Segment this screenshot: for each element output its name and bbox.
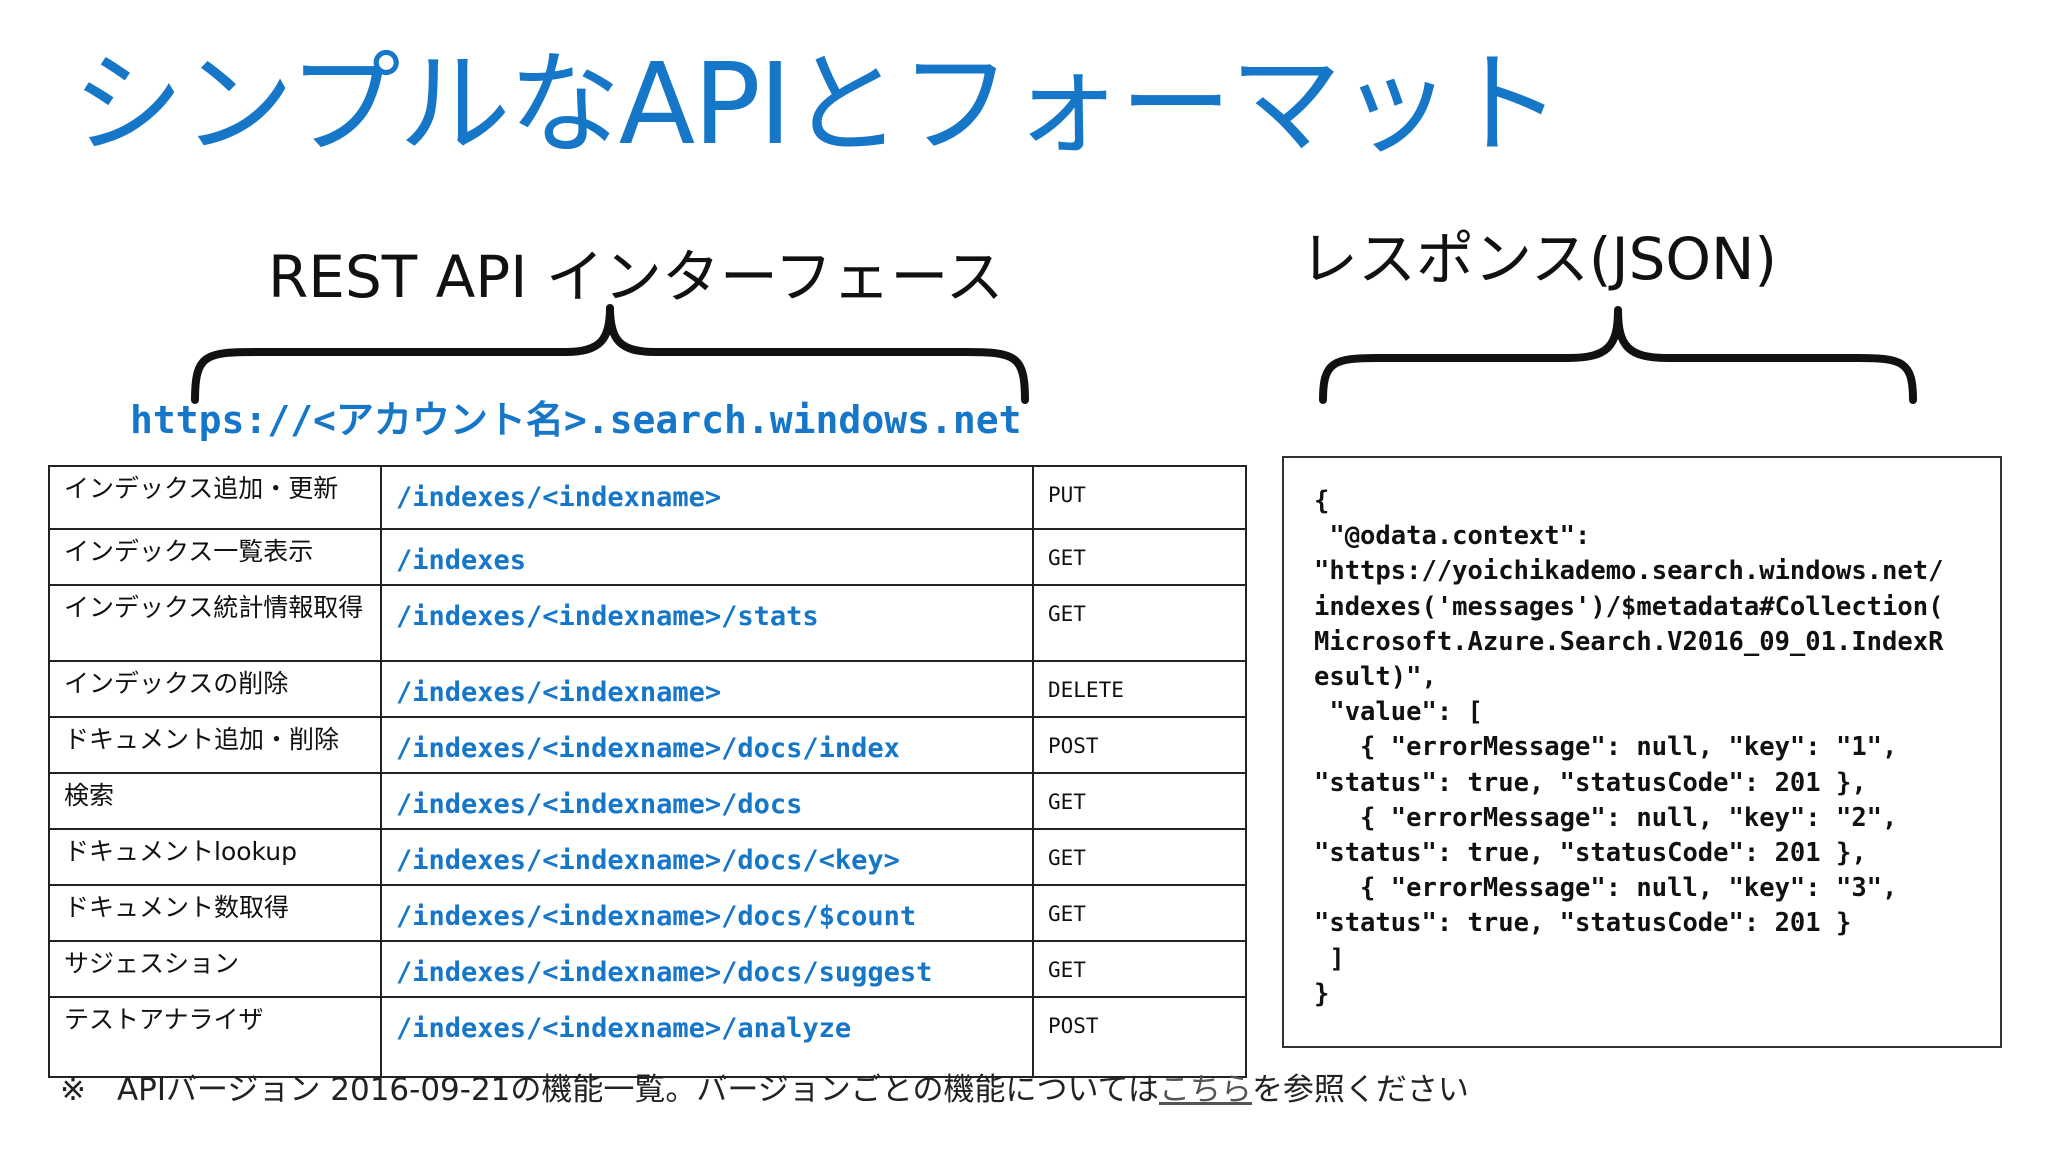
endpoint-path-cell: /indexes/<indexname>/docs/<key> (380, 828, 1034, 886)
json-response-box: { "@odata.context": "https://yoichikadem… (1282, 456, 2002, 1048)
footnote-suffix: を参照ください (1251, 1072, 1469, 1108)
endpoint-path-cell: /indexes (380, 528, 1034, 586)
api-table-row: ドキュメントlookup/indexes/<indexname>/docs/<k… (48, 828, 1247, 886)
rest-api-heading: REST API インターフェース (268, 243, 1004, 311)
http-method-cell: GET (1032, 772, 1247, 830)
operation-cell: ドキュメントlookup (48, 828, 382, 886)
footnote-link[interactable]: こちら (1158, 1072, 1252, 1108)
endpoint-path-cell: /indexes/<indexname>/stats (380, 584, 1034, 662)
http-method-cell: GET (1032, 584, 1247, 662)
operation-cell: 検索 (48, 772, 382, 830)
http-method-cell: GET (1032, 828, 1247, 886)
left-curly-brace (191, 304, 1029, 404)
footnote: ※ APIバージョン 2016-09-21の機能一覧。バージョンごとの機能につい… (60, 1068, 1469, 1112)
base-url: https://<アカウント名>.search.windows.net (130, 398, 1022, 442)
api-table-row: ドキュメント追加・削除/indexes/<indexname>/docs/ind… (48, 716, 1247, 774)
http-method-cell: GET (1032, 528, 1247, 586)
operation-cell: インデックス統計情報取得 (48, 584, 382, 662)
endpoint-path-cell: /indexes/<indexname>/docs/index (380, 716, 1034, 774)
http-method-cell: PUT (1032, 465, 1247, 530)
http-method-cell: GET (1032, 940, 1247, 998)
endpoint-path-cell: /indexes/<indexname>/docs (380, 772, 1034, 830)
operation-cell: サジェスション (48, 940, 382, 998)
http-method-cell: DELETE (1032, 660, 1247, 718)
api-table-row: インデックスの削除/indexes/<indexname>DELETE (48, 660, 1247, 718)
operation-cell: インデックス追加・更新 (48, 465, 382, 530)
operation-cell: インデックス一覧表示 (48, 528, 382, 586)
operation-cell: ドキュメント追加・削除 (48, 716, 382, 774)
operation-cell: ドキュメント数取得 (48, 884, 382, 942)
endpoint-path-cell: /indexes/<indexname> (380, 660, 1034, 718)
api-table-row: ドキュメント数取得/indexes/<indexname>/docs/$coun… (48, 884, 1247, 942)
api-table-row: サジェスション/indexes/<indexname>/docs/suggest… (48, 940, 1247, 998)
endpoint-path-cell: /indexes/<indexname> (380, 465, 1034, 530)
operation-cell: インデックスの削除 (48, 660, 382, 718)
http-method-cell: GET (1032, 884, 1247, 942)
endpoint-path-cell: /indexes/<indexname>/analyze (380, 996, 1034, 1078)
endpoint-path-cell: /indexes/<indexname>/docs/$count (380, 884, 1034, 942)
json-response-heading: レスポンス(JSON) (1300, 225, 1778, 293)
endpoint-path-cell: /indexes/<indexname>/docs/suggest (380, 940, 1034, 998)
http-method-cell: POST (1032, 716, 1247, 774)
http-method-cell: POST (1032, 996, 1247, 1078)
footnote-text: ※ APIバージョン 2016-09-21の機能一覧。バージョンごとの機能につい… (60, 1072, 1159, 1108)
right-curly-brace (1319, 306, 1917, 404)
operation-cell: テストアナライザ (48, 996, 382, 1078)
json-response-code: { "@odata.context": "https://yoichikadem… (1314, 486, 1944, 1009)
slide-title: シンプルなAPIとフォーマット (72, 40, 1562, 170)
api-table-row: インデックス追加・更新/indexes/<indexname>PUT (48, 465, 1247, 530)
